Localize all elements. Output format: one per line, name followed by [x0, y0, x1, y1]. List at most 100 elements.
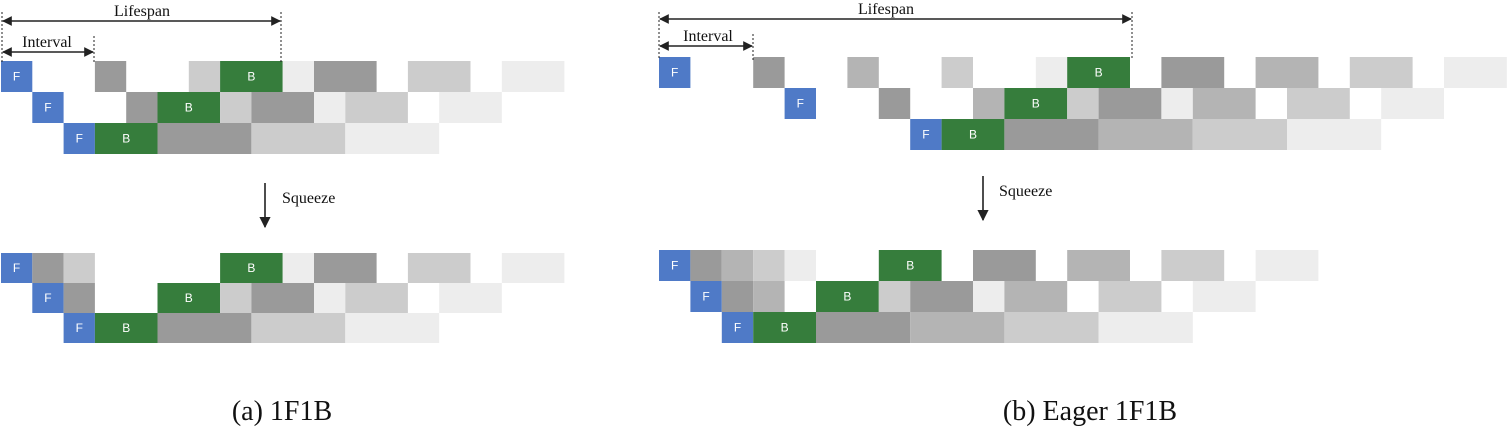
- backward-label: B: [247, 261, 255, 275]
- memory-block: [1067, 88, 1099, 119]
- backward-block: [816, 281, 879, 312]
- backward-label: B: [185, 101, 193, 115]
- memory-block: [63, 283, 95, 313]
- memory-block: [439, 92, 502, 123]
- caption-a: (a) 1F1B: [232, 396, 332, 427]
- forward-block: [784, 88, 816, 119]
- forward-block: [659, 250, 691, 281]
- memory-block: [1161, 250, 1225, 281]
- forward-label: F: [44, 291, 51, 305]
- forward-block: [32, 283, 64, 313]
- memory-block: [282, 61, 314, 92]
- backward-label: B: [247, 70, 255, 84]
- forward-label: F: [671, 66, 678, 80]
- memory-block: [1192, 281, 1256, 312]
- memory-block: [721, 281, 754, 312]
- forward-label: F: [44, 101, 51, 115]
- forward-block: [1, 61, 33, 92]
- memory-block: [407, 61, 471, 92]
- forward-block: [63, 313, 95, 343]
- backward-block: [753, 312, 816, 343]
- memory-block: [439, 283, 502, 313]
- forward-block: [659, 57, 691, 88]
- backward-block: [1004, 88, 1068, 119]
- backward-label: B: [781, 321, 789, 335]
- memory-block: [1161, 88, 1193, 119]
- forward-label: F: [76, 132, 83, 146]
- forward-label: F: [797, 97, 804, 111]
- backward-block: [220, 253, 283, 283]
- panel-a-top-schedule: F B F B F B: [1, 61, 565, 154]
- memory-block: [1098, 119, 1193, 150]
- memory-block: [973, 281, 1005, 312]
- memory-block: [1349, 57, 1413, 88]
- memory-block: [1287, 119, 1382, 150]
- memory-block: [314, 61, 377, 92]
- memory-block: [345, 123, 440, 154]
- memory-block: [1192, 88, 1256, 119]
- memory-block: [220, 92, 252, 123]
- memory-block: [1067, 250, 1130, 281]
- memory-block: [721, 250, 754, 281]
- forward-block: [1, 253, 33, 283]
- memory-block: [753, 57, 785, 88]
- memory-block: [251, 92, 314, 123]
- memory-block: [314, 92, 346, 123]
- memory-block: [847, 57, 879, 88]
- memory-block: [941, 57, 973, 88]
- memory-block: [816, 312, 911, 343]
- backward-label: B: [969, 128, 977, 142]
- memory-block: [126, 92, 158, 123]
- backward-label: B: [1095, 66, 1103, 80]
- backward-block: [1067, 57, 1130, 88]
- backward-label: B: [1032, 97, 1040, 111]
- memory-block: [1381, 88, 1444, 119]
- memory-block: [1098, 281, 1162, 312]
- memory-block: [220, 283, 252, 313]
- memory-block: [1004, 119, 1099, 150]
- memory-block: [501, 61, 565, 92]
- forward-label: F: [13, 261, 20, 275]
- memory-block: [973, 250, 1036, 281]
- memory-block: [314, 283, 346, 313]
- forward-block: [63, 123, 95, 154]
- memory-block: [1192, 119, 1287, 150]
- interval-label-b: Interval: [683, 28, 733, 45]
- backward-block: [94, 123, 158, 154]
- memory-block: [1161, 57, 1225, 88]
- memory-block: [878, 88, 911, 119]
- memory-block: [501, 253, 565, 283]
- memory-block: [345, 283, 408, 313]
- memory-block: [282, 253, 314, 283]
- memory-block: [753, 281, 785, 312]
- backward-label: B: [185, 291, 193, 305]
- memory-block: [251, 123, 346, 154]
- backward-label: B: [906, 259, 914, 273]
- backward-block: [157, 92, 221, 123]
- memory-block: [251, 283, 314, 313]
- interval-label-a: Interval: [22, 34, 72, 51]
- memory-block: [1098, 88, 1162, 119]
- memory-block: [910, 312, 1005, 343]
- memory-block: [1255, 57, 1319, 88]
- backward-block: [157, 283, 221, 313]
- lifespan-label-b: Lifespan: [858, 1, 914, 18]
- backward-label: B: [843, 290, 851, 304]
- backward-block: [220, 61, 283, 92]
- memory-block: [1444, 57, 1507, 88]
- memory-block: [251, 313, 346, 343]
- backward-label: B: [122, 132, 130, 146]
- memory-block: [157, 123, 252, 154]
- memory-block: [32, 253, 64, 283]
- memory-block: [157, 313, 252, 343]
- memory-block: [1004, 312, 1099, 343]
- backward-block: [878, 250, 942, 281]
- forward-label: F: [671, 259, 678, 273]
- memory-block: [973, 88, 1005, 119]
- forward-label: F: [13, 70, 20, 84]
